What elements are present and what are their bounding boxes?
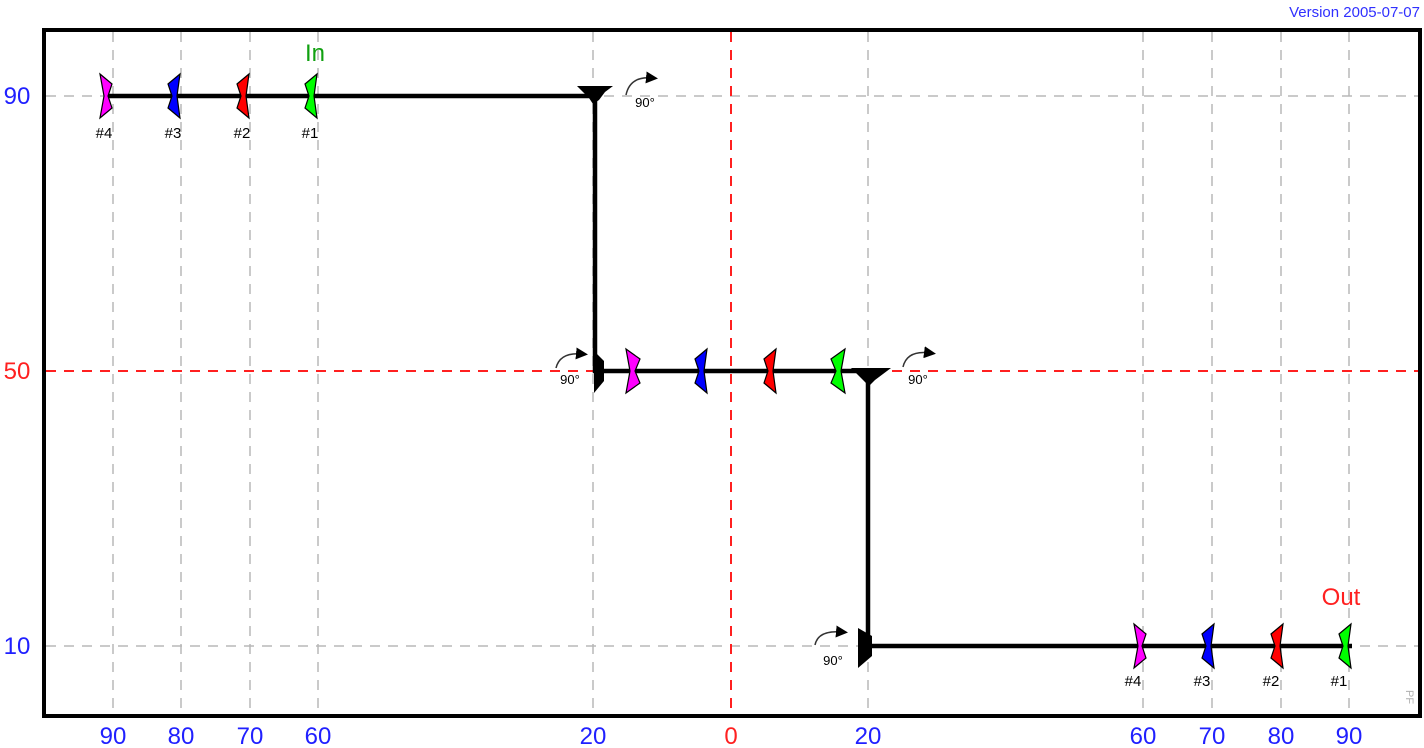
mirror-label-top-3: #3	[165, 125, 182, 142]
mirror-label-top-4: #4	[96, 125, 113, 142]
beam-path	[107, 93, 1352, 649]
mirror-label-bot-1: #1	[1331, 673, 1348, 690]
rotation-arc-mid-right	[902, 346, 936, 368]
x-axis-labels: 90 80 70 60 20 0 20 60 70 80 90	[100, 723, 1363, 748]
mirror-label-top-2: #2	[234, 125, 251, 142]
out-label: Out	[1322, 584, 1361, 611]
x-label-left-90: 90	[100, 723, 127, 748]
rotation-label-bottom: 90°	[823, 653, 843, 668]
mirror-labels-top: #4 #3 #2 #1	[96, 125, 319, 142]
rotation-labels: 90° 90° 90° 90°	[560, 95, 928, 668]
x-label-right-20: 20	[855, 723, 882, 748]
mirror-bot-2	[1270, 622, 1284, 670]
turning-mirrors	[577, 86, 891, 668]
y-label-10: 10	[4, 633, 31, 660]
mirror-mid-4	[625, 347, 641, 395]
x-label-left-80: 80	[168, 723, 195, 748]
mirrors-bottom-row	[1133, 622, 1352, 670]
mirror-top-1	[304, 72, 318, 120]
turning-mirror-middle-right	[851, 368, 891, 386]
mirror-bot-1	[1338, 622, 1352, 670]
turning-mirror-middle-left	[594, 351, 604, 393]
mirror-label-bot-3: #3	[1194, 673, 1211, 690]
mirror-top-3	[167, 72, 181, 120]
mirror-labels-bottom: #4 #3 #2 #1	[1125, 673, 1348, 690]
rotation-arc-top	[625, 71, 658, 96]
version-label: Version 2005-07-07	[1289, 4, 1420, 21]
mirror-mid-2	[763, 347, 777, 395]
y-axis-labels: 90 50 10	[4, 83, 31, 660]
mirror-top-4	[99, 72, 113, 120]
rotation-arc-bottom	[814, 625, 848, 646]
mirror-mid-3	[694, 347, 708, 395]
x-label-right-60: 60	[1130, 723, 1157, 748]
mirror-label-top-1: #1	[302, 125, 319, 142]
x-label-center-0: 0	[724, 723, 737, 748]
rotation-markers	[555, 71, 936, 646]
x-label-right-70: 70	[1199, 723, 1226, 748]
x-label-right-90: 90	[1336, 723, 1363, 748]
mirror-top-2	[236, 72, 250, 120]
y-label-50: 50	[4, 358, 31, 385]
mirrors-top-row	[99, 72, 318, 120]
pf-label: PF	[1403, 690, 1415, 704]
x-label-right-80: 80	[1268, 723, 1295, 748]
mirrors-middle-row	[625, 347, 846, 395]
y-label-90: 90	[4, 83, 31, 110]
turning-mirror-top	[577, 86, 613, 104]
in-label: In	[305, 40, 325, 67]
rotation-label-mid-right: 90°	[908, 372, 928, 387]
x-label-left-20: 20	[580, 723, 607, 748]
x-label-left-60: 60	[305, 723, 332, 748]
mirror-mid-1	[830, 347, 846, 395]
rotation-label-mid-left: 90°	[560, 372, 580, 387]
rotation-label-top: 90°	[635, 95, 655, 110]
rotation-arc-mid-left	[555, 347, 588, 369]
x-label-left-70: 70	[237, 723, 264, 748]
mirror-label-bot-2: #2	[1263, 673, 1280, 690]
mirror-bot-3	[1201, 622, 1215, 670]
mirror-bot-4	[1133, 622, 1147, 670]
mirror-label-bot-4: #4	[1125, 673, 1142, 690]
turning-mirror-bottom	[858, 628, 872, 668]
